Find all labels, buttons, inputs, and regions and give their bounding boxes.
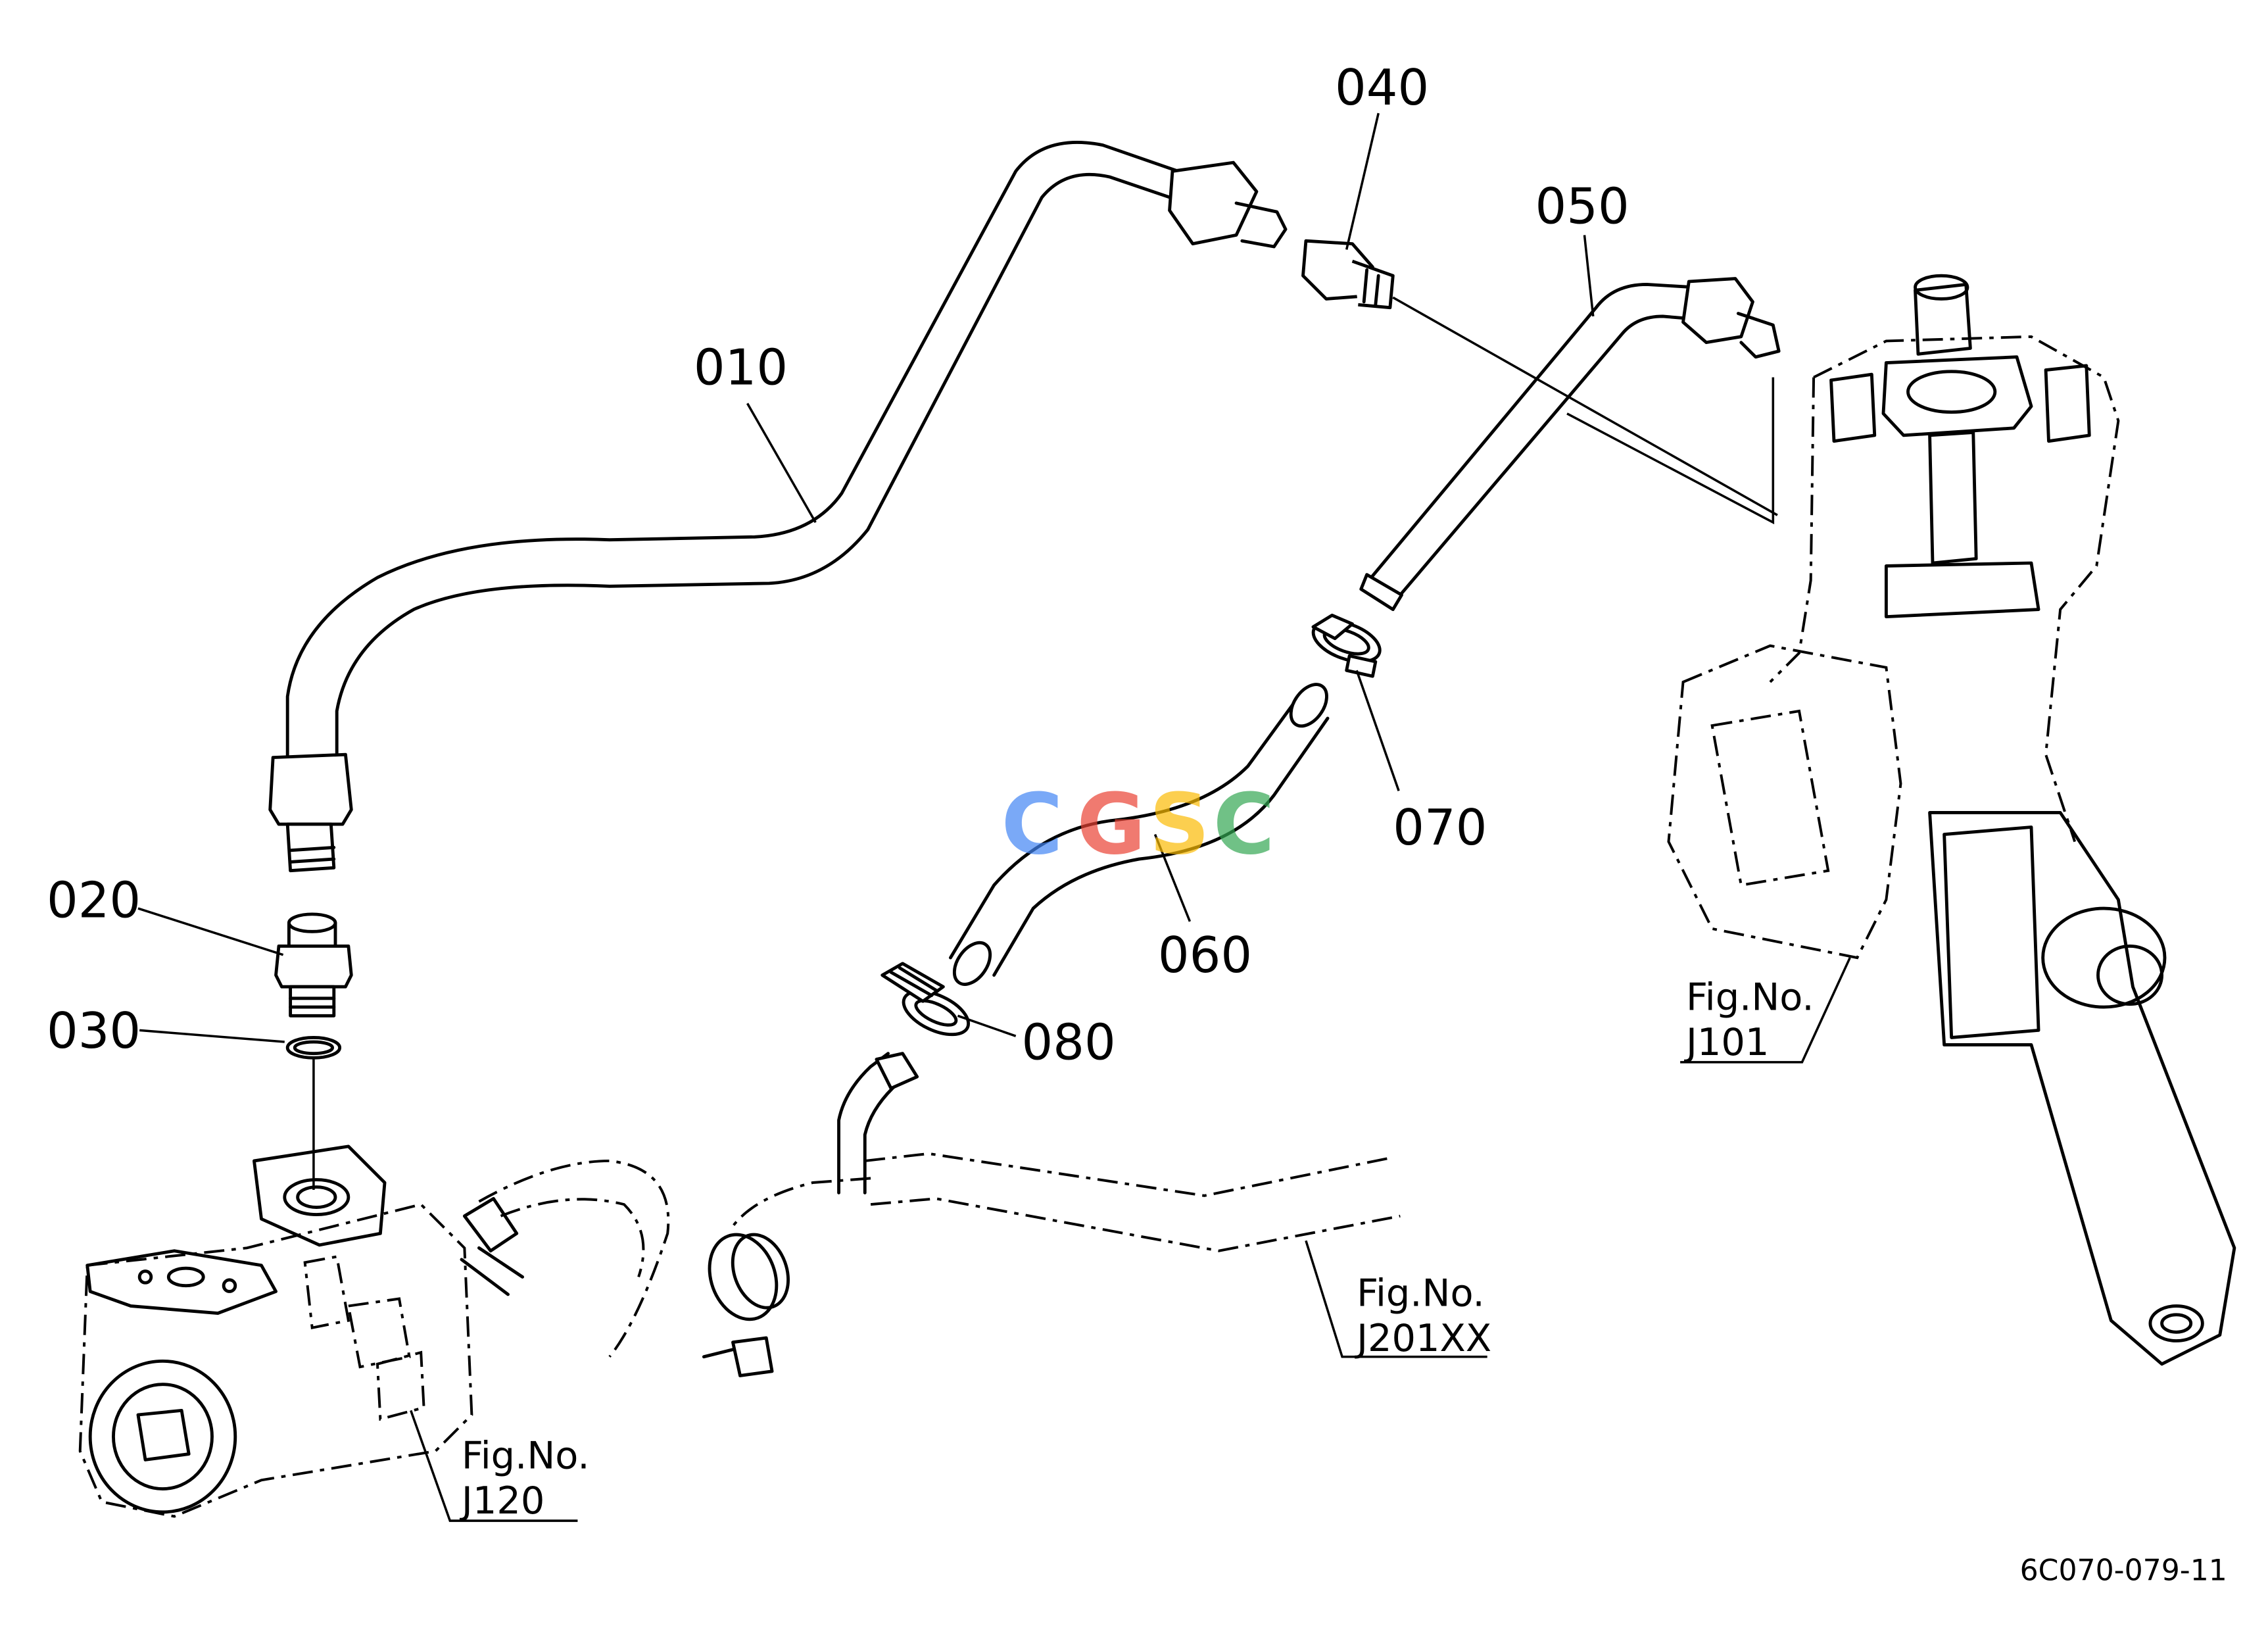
figure-ref-j120[interactable]: Fig.No. J120 — [460, 1434, 590, 1523]
watermark-letter: C — [1001, 775, 1063, 873]
figure-ref-code: J201XX — [1355, 1316, 1491, 1360]
pipe-010 — [268, 141, 1288, 873]
watermark-letter: G — [1076, 775, 1146, 873]
pump-j120 — [78, 1144, 670, 1518]
watermark: C G S C — [1001, 775, 1275, 873]
leader-lines — [137, 112, 1851, 1522]
figure-ref-prefix: Fig.No. — [1357, 1271, 1485, 1315]
figure-ref-code: J120 — [460, 1479, 544, 1523]
part-label-050: 050 — [1535, 178, 1629, 235]
part-label-020: 020 — [47, 871, 141, 929]
pipe-050 — [1359, 277, 1781, 612]
figure-ref-prefix: Fig.No. — [462, 1434, 590, 1478]
phantom-pipe-j201xx — [702, 1152, 1401, 1377]
nipple-040 — [1301, 239, 1395, 310]
part-label-010: 010 — [694, 339, 788, 397]
watermark-letter: S — [1149, 775, 1210, 873]
adaptor-020 — [274, 912, 353, 1018]
figure-ref-j101[interactable]: Fig.No. J101 — [1684, 975, 1814, 1064]
part-label-040: 040 — [1335, 59, 1429, 116]
clamp-070 — [1311, 613, 1382, 678]
figure-ref-j201xx[interactable]: Fig.No. J201XX — [1355, 1271, 1491, 1360]
figure-ref-code: J101 — [1684, 1020, 1769, 1064]
part-label-060: 060 — [1158, 926, 1252, 984]
watermark-letter: C — [1213, 775, 1275, 873]
hose-060 — [948, 683, 1330, 986]
steering-box-j101 — [1667, 274, 2236, 1366]
part-label-030: 030 — [47, 1002, 141, 1060]
clamp-080 — [881, 962, 971, 1037]
figure-ref-prefix: Fig.No. — [1686, 975, 1814, 1019]
part-label-070: 070 — [1393, 799, 1487, 856]
part-label-080: 080 — [1022, 1014, 1116, 1071]
o-ring-030 — [285, 1035, 342, 1060]
diagram-code: 6C070-079-11 — [2020, 1554, 2227, 1588]
tube-stub — [837, 1052, 919, 1194]
